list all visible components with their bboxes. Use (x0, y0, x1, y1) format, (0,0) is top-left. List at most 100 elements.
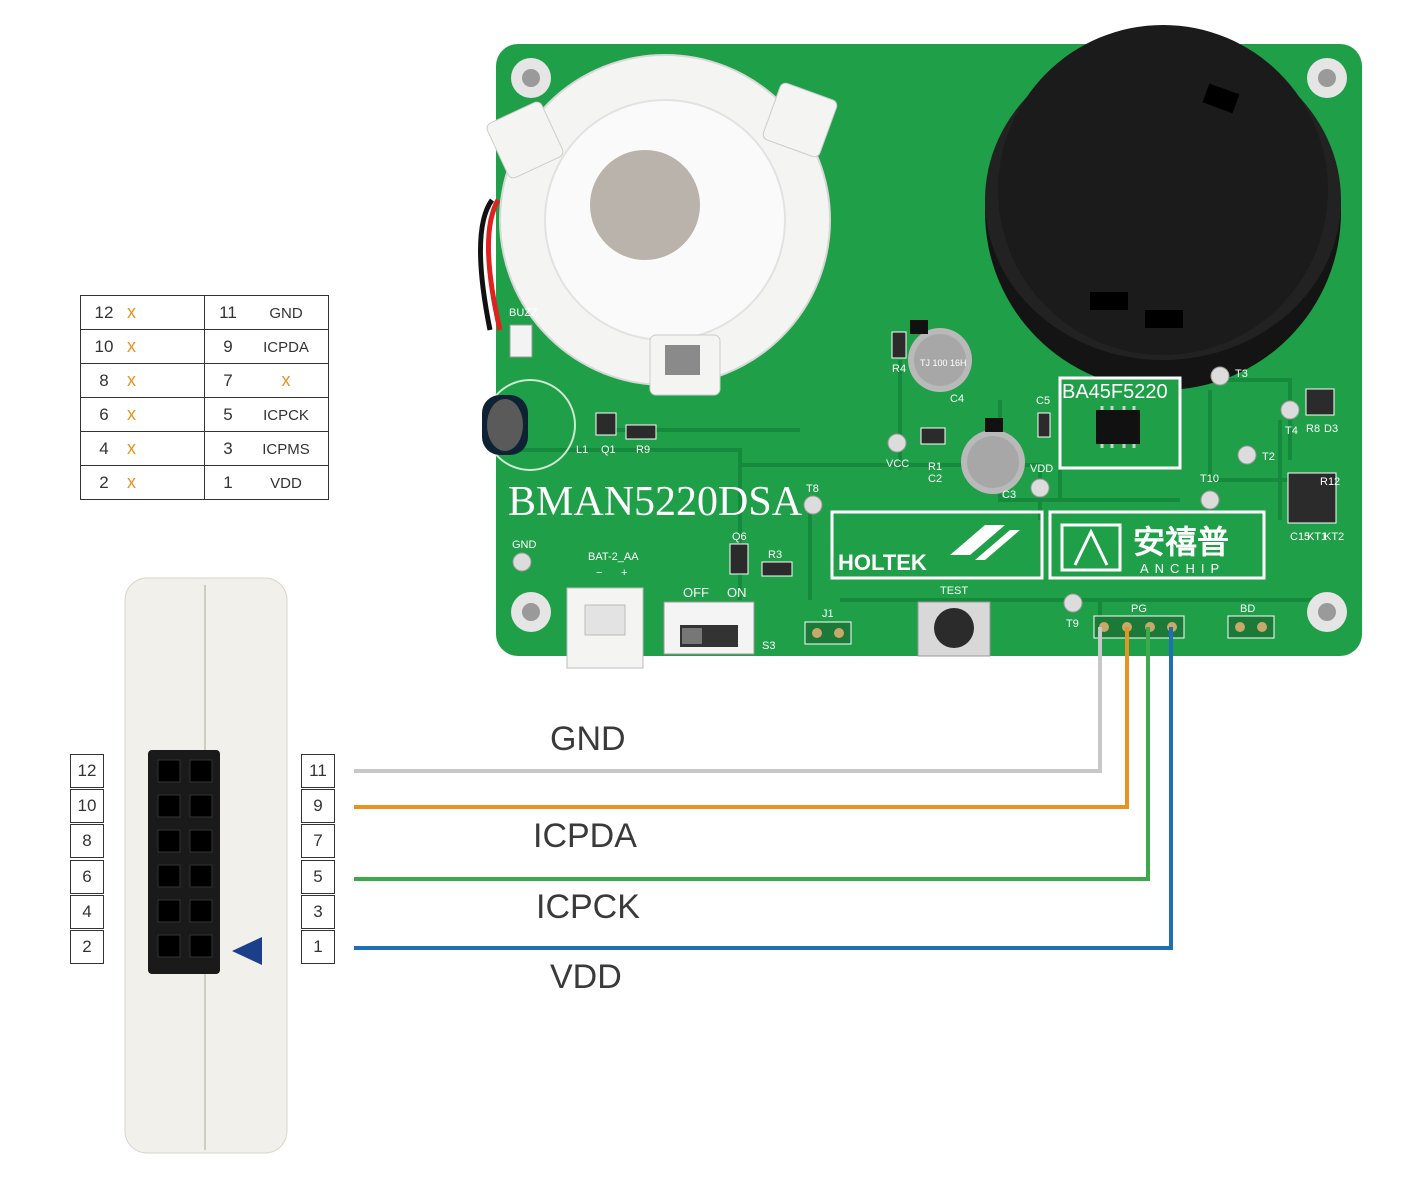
silk-t4: T4 (1285, 425, 1298, 437)
anchip-en-text: ANCHIP (1140, 561, 1225, 576)
pin-signal: x (127, 336, 136, 356)
pin-signal: GND (269, 304, 303, 322)
buzzer (478, 54, 838, 396)
test-points (512, 366, 1300, 613)
pin-number: 1 (223, 472, 233, 492)
silk-q6: Q6 (732, 531, 747, 543)
pin-number: 2 (99, 473, 109, 492)
connector-pin-right: 1 (301, 930, 335, 964)
connector-pin-left: 2 (70, 930, 104, 964)
pin-number: 6 (99, 405, 109, 424)
silk-r1: R1 (928, 461, 942, 473)
silk-buzz: BUZZ (509, 307, 538, 319)
connector-pin-right: 7 (301, 824, 335, 858)
logo-boxes (830, 510, 1266, 580)
smd-parts (595, 331, 1337, 577)
pin-signal: x (281, 370, 291, 390)
board-name: BMAN5220DSA (508, 479, 803, 525)
pcb-board: BMAN5220DSA BA45F5220 HOLTEK 安禧普 ANCHIP … (478, 25, 1362, 669)
connector-sockets (157, 759, 213, 958)
silk-t8: T8 (806, 483, 819, 495)
table-cell: 3 ICPMS (204, 431, 329, 466)
pin-signal: ICPDA (263, 338, 309, 356)
silk-r3: R3 (768, 549, 782, 561)
silk-kt1: KT1 (1307, 531, 1327, 543)
silk-c15: C15 (1290, 531, 1310, 543)
silk-r12: R12 (1320, 476, 1340, 488)
pin1-triangle-icon (232, 937, 262, 965)
silk-vdd: VDD (1030, 463, 1053, 475)
inductor (482, 379, 576, 471)
connector-pin-right: 11 (301, 754, 335, 788)
silk-t2: T2 (1262, 451, 1275, 463)
silk-r9: R9 (636, 444, 650, 456)
wire-label-vdd: VDD (550, 958, 622, 996)
silk-q1: Q1 (601, 444, 616, 456)
headers (804, 615, 1275, 645)
capacitor-c3 (961, 418, 1025, 494)
silk-c4: C4 (950, 393, 964, 405)
connector-pin-right: 9 (301, 789, 335, 823)
anchip-cn-text: 安禧普 (1133, 523, 1229, 561)
wire-icpda (354, 627, 1129, 809)
pin-number: 3 (223, 438, 233, 458)
silk-c3: C3 (1002, 489, 1016, 501)
silk-d3: D3 (1324, 423, 1338, 435)
silk-cap-marking: TJ 100 16H (920, 358, 967, 368)
silk-bat-plus: + (621, 567, 627, 579)
silk-r4: R4 (892, 363, 906, 375)
silk-gnd: GND (512, 539, 537, 551)
battery-connector (566, 587, 644, 669)
mounting-holes (511, 58, 1347, 632)
pin-signal: ICPMS (262, 440, 310, 458)
chip-label: BA45F5220 (1062, 381, 1168, 403)
connector-pin-left: 12 (70, 754, 104, 788)
pin-signal: x (127, 438, 136, 458)
table-cell: 10 x (80, 329, 205, 364)
silk-c5: C5 (1036, 395, 1050, 407)
wire-label-icpck: ICPCK (536, 888, 640, 926)
pin-signal: x (127, 302, 136, 322)
programmer-device (124, 577, 288, 1154)
connector-pin-left: 8 (70, 824, 104, 858)
wire-label-gnd: GND (550, 720, 626, 758)
silk-l1: L1 (576, 444, 588, 456)
silk-t9: T9 (1066, 618, 1079, 630)
wires (354, 627, 1173, 950)
silk-off: OFF (683, 585, 709, 600)
wire-label-icpda: ICPDA (533, 817, 637, 855)
connector-pin-right: 3 (301, 895, 335, 929)
connector-pin-left: 10 (70, 789, 104, 823)
pin-number: 12 (94, 303, 114, 322)
wire-icpck (354, 627, 1150, 881)
capacitor-c4 (908, 320, 972, 392)
silk-vcc: VCC (886, 458, 909, 470)
silk-bat: BAT-2_AA (588, 551, 639, 563)
power-switch (663, 601, 755, 655)
silk-bd: BD (1240, 603, 1255, 615)
silk-kt2: KT2 (1324, 531, 1344, 543)
connector-pin-right: 5 (301, 860, 335, 894)
wire-gnd (354, 627, 1102, 773)
silk-pg: PG (1131, 603, 1147, 615)
silk-bat-minus: − (596, 567, 602, 579)
silk-c2: C2 (928, 473, 942, 485)
connector-pin-left: 6 (70, 860, 104, 894)
ba45f5220-chip (1058, 376, 1182, 470)
pin-number: 10 (94, 337, 114, 356)
table-cell: 12 x (80, 295, 205, 330)
